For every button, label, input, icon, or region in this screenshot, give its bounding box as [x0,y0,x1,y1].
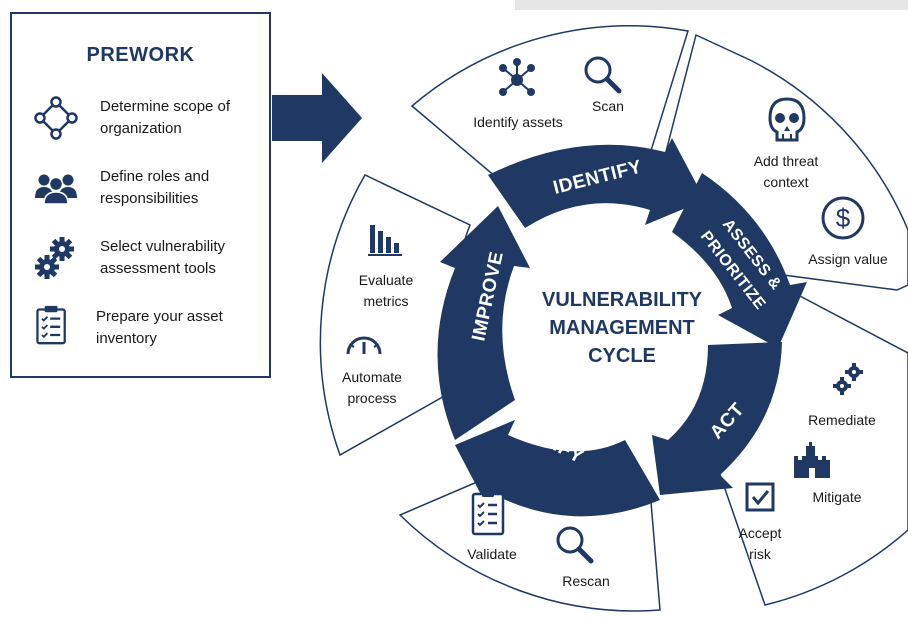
magnifier-icon [584,56,622,94]
prework-to-cycle-arrow [272,73,362,163]
process-cycle-icon [34,96,78,140]
identify-item-scan: Scan [592,98,624,114]
dollar-coin-icon: $ [821,196,865,240]
checkbox-icon [745,482,775,512]
prework-panel: PREWORK Determine scope of organization … [10,12,271,378]
prework-item-text: Define roles and responsibilities [100,168,210,207]
people-group-icon [35,174,77,205]
bar-chart-icon [368,225,402,256]
prework-item-text: Prepare your asset inventory [96,308,223,347]
assess-item-threat-line2: context [763,174,808,190]
gauge-icon [346,336,382,355]
top-gray-bar [515,0,908,10]
clipboard-checklist-icon [471,490,505,536]
arrow-verify [455,420,660,517]
arrow-improve [437,206,530,440]
clipboard-checklist-icon [36,305,66,345]
act-item-remediate: Remediate [808,412,876,428]
prework-item-text: Select vulnerability assessment tools [100,238,226,277]
verify-item-rescan: Rescan [562,573,609,589]
prework-item-scope: Determine scope of organization [12,96,269,152]
center-title-line1: VULNERABILITY [542,289,703,311]
prework-title: PREWORK [86,44,195,66]
gears-icon [35,237,74,279]
verify-item-validate: Validate [467,546,517,562]
improve-item-evaluate-line2: metrics [363,293,408,309]
identify-item-assets: Identify assets [473,114,563,130]
castle-icon [794,442,830,478]
improve-item-automate-line1: Automate [342,369,402,385]
arrow-act [652,342,782,495]
prework-item-tools: Select vulnerability assessment tools [12,236,269,292]
center-title-line3: CYCLE [588,345,656,367]
svg-text:$: $ [836,203,851,233]
improve-item-evaluate-line1: Evaluate [359,272,414,288]
act-item-accept-line2: risk [749,546,772,562]
arrow-identify [488,138,705,228]
assess-item-threat-line1: Add threat [754,153,819,169]
skull-icon [768,97,806,142]
prework-item-text: Determine scope of organization [100,98,231,137]
prework-item-roles: Define roles and responsibilities [12,166,269,222]
prework-item-inventory: Prepare your asset inventory [12,305,269,362]
act-item-mitigate: Mitigate [812,489,861,505]
center-title-line2: MANAGEMENT [549,317,695,339]
act-item-accept-line1: Accept [739,525,782,541]
magnifier-icon [556,526,594,564]
arrow-assess [672,173,807,348]
network-nodes-icon [499,58,535,96]
improve-item-automate-line2: process [347,390,396,406]
assess-item-value: Assign value [808,251,888,267]
gears-icon [833,363,863,395]
